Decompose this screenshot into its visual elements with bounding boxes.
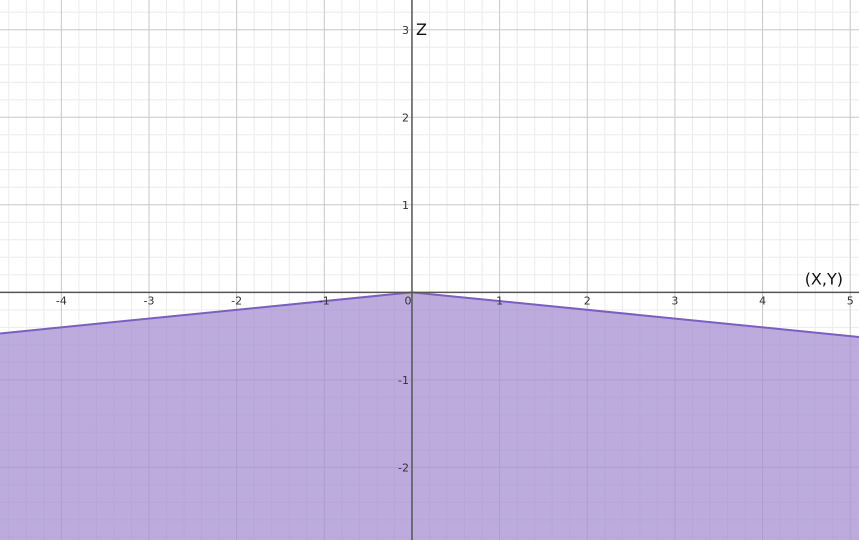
y-axis-label: Z xyxy=(416,20,427,39)
y-tick-label: -2 xyxy=(398,461,409,474)
x-tick-label: 2 xyxy=(584,294,591,307)
tick-labels: -4 -3 -2 -1 0 1 2 3 4 5 -2 -1 1 2 3 xyxy=(56,24,854,475)
shaded-region xyxy=(0,291,859,540)
x-tick-label: 0 xyxy=(404,294,411,307)
x-tick-label: -4 xyxy=(56,294,67,307)
series-area-fill xyxy=(0,292,859,540)
x-tick-label: 3 xyxy=(671,294,678,307)
x-tick-label: -3 xyxy=(144,294,155,307)
x-tick-label: -2 xyxy=(231,294,242,307)
y-tick-label: 1 xyxy=(402,199,409,212)
y-tick-label: 3 xyxy=(402,24,409,37)
x-tick-label: 1 xyxy=(496,294,503,307)
x-tick-label: 4 xyxy=(759,294,766,307)
x-axis-label: (X,Y) xyxy=(805,269,843,288)
x-tick-label: -1 xyxy=(319,294,330,307)
y-tick-label: -1 xyxy=(398,374,409,387)
y-tick-label: 2 xyxy=(402,111,409,124)
x-tick-label: 5 xyxy=(847,294,854,307)
